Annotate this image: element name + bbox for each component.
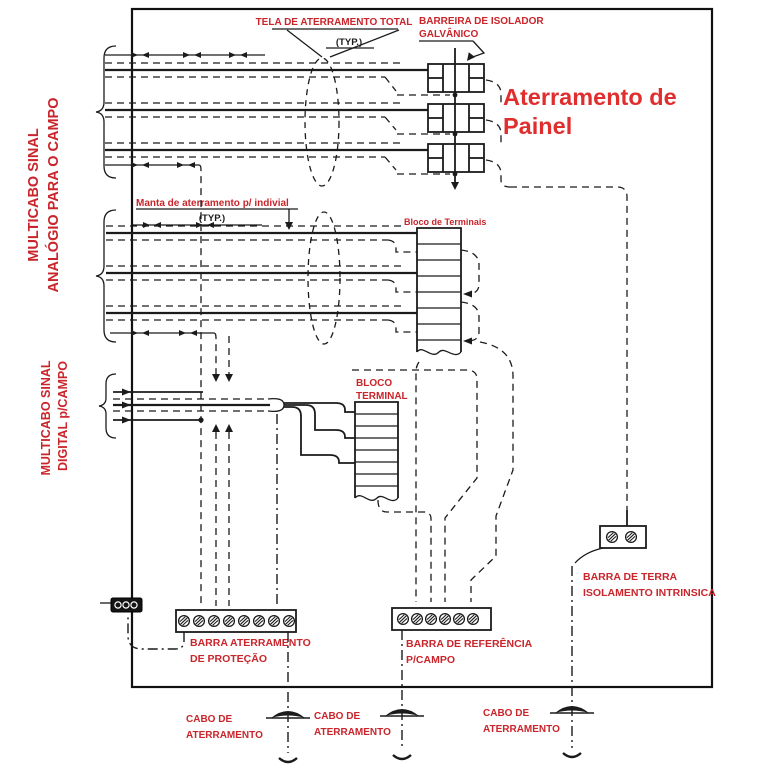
analog-multicable-label: MULTICABO SINAL ANALÓGIO PARA O CAMPO bbox=[26, 98, 62, 293]
intrinsic-ground-bar: BARRA DE TERRA ISOLAMENTO INTRINSICA bbox=[574, 525, 716, 599]
drain-wire-runs bbox=[198, 164, 514, 606]
analog-cable-group-top bbox=[105, 52, 450, 187]
label-barreira-2: GALVÂNICO bbox=[419, 27, 478, 40]
cable-group-braces bbox=[95, 45, 117, 439]
label-manta-typ: (TYP.) bbox=[199, 213, 225, 224]
reference-ground-bar: BARRA DE REFERÊNCIA P/CAMPO bbox=[391, 607, 533, 666]
block-break-wave bbox=[354, 495, 399, 502]
cable-row bbox=[106, 305, 417, 333]
label-barra-referencia-1: BARRA DE REFERÊNCIA bbox=[406, 637, 533, 650]
label-cabo-1b: ATERRAMENTO bbox=[186, 730, 263, 741]
ground-cable-drops: CABO DE ATERRAMENTO CABO DE ATERRAMENTO … bbox=[186, 566, 595, 764]
digital-terminal-block: BLOCO TERMINAL bbox=[354, 378, 408, 502]
label-cabo-3b: ATERRAMENTO bbox=[483, 724, 560, 735]
galvanic-barrier bbox=[427, 63, 485, 93]
individual-shield-ellipse bbox=[307, 211, 341, 345]
brace-analog-1 bbox=[95, 45, 117, 179]
galvanic-barriers bbox=[427, 48, 628, 526]
digital-multicable-label: MULTICABO SINAL DIGITAL p/CAMPO bbox=[39, 360, 70, 475]
panel-border bbox=[130, 7, 714, 689]
title-aterramento-2: Painel bbox=[503, 113, 572, 139]
galvanic-barrier bbox=[427, 143, 485, 173]
shield-pigtail-loop bbox=[267, 397, 285, 413]
label-cabo-2b: ATERRAMENTO bbox=[314, 727, 391, 738]
cable-row bbox=[106, 265, 417, 293]
label-barra-terra-1: BARRA DE TERRA bbox=[583, 571, 678, 583]
label-barra-referencia-2: P/CAMPO bbox=[406, 654, 455, 666]
label-multicabo-analog-2: ANALÓGIO PARA O CAMPO bbox=[44, 98, 62, 293]
label-bloco-terminal-2: TERMINAL bbox=[356, 391, 408, 402]
label-barra-protecao-1: BARRA ATERRAMENTO bbox=[190, 637, 311, 649]
label-barra-terra-2: ISOLAMENTO INTRINSICA bbox=[583, 587, 716, 599]
cable-row bbox=[106, 225, 417, 253]
barreira-label-group: BARREIRA DE ISOLADOR GALVÂNICO bbox=[419, 16, 544, 64]
label-multicabo-analog-1: MULTICABO SINAL bbox=[26, 128, 42, 262]
label-cabo-2a: CABO DE bbox=[314, 711, 360, 722]
label-manta: Manta de aterramento p/ indivial bbox=[136, 198, 289, 209]
cable-row bbox=[105, 142, 450, 175]
label-bloco-terminal-1: BLOCO bbox=[356, 378, 392, 389]
analog-terminal-block: Bloco de Terminais bbox=[404, 217, 486, 356]
title-aterramento-1: Aterramento de bbox=[503, 84, 677, 110]
wall-bushing-gland bbox=[100, 597, 143, 613]
tela-label-group: TELA DE ATERRAMENTO TOTAL (TYP.) bbox=[256, 17, 413, 58]
cable-row bbox=[105, 102, 450, 135]
galvanic-barrier bbox=[427, 103, 485, 133]
analog-cable-group-mid: Manta de aterramento p/ indivial (TYP.) bbox=[106, 198, 417, 345]
intrinsic-ground-run bbox=[510, 186, 628, 510]
label-barreira-1: BARREIRA DE ISOLADOR bbox=[419, 16, 544, 27]
brace-analog-2 bbox=[95, 209, 117, 343]
label-multicabo-digital-2: DIGITAL p/CAMPO bbox=[56, 361, 70, 471]
overall-shield-ellipse bbox=[304, 57, 340, 187]
label-multicabo-digital-1: MULTICABO SINAL bbox=[39, 360, 53, 475]
label-tela: TELA DE ATERRAMENTO TOTAL bbox=[256, 17, 413, 28]
label-tela-typ: (TYP.) bbox=[336, 37, 362, 48]
label-bloco-terminais: Bloco de Terminais bbox=[404, 217, 486, 227]
block-break-wave bbox=[416, 349, 462, 356]
panel-ground-title: Aterramento de Painel bbox=[503, 84, 677, 139]
label-cabo-3a: CABO DE bbox=[483, 708, 529, 719]
brace-digital bbox=[98, 373, 117, 439]
cable-row bbox=[105, 62, 450, 96]
label-barra-protecao-2: DE PROTEÇÃO bbox=[190, 652, 267, 665]
protection-ground-bar: BARRA ATERRAMENTO DE PROTEÇÃO bbox=[100, 597, 311, 665]
label-cabo-1a: CABO DE bbox=[186, 714, 232, 725]
digital-cable-group bbox=[113, 388, 355, 464]
